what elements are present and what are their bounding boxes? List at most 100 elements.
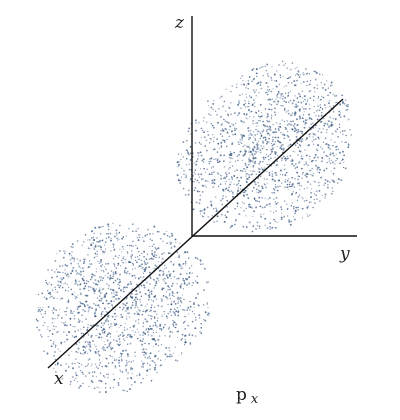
density-dot xyxy=(290,185,292,188)
density-dot xyxy=(290,160,292,162)
density-dot xyxy=(79,259,81,262)
density-dot xyxy=(144,310,147,313)
density-dot xyxy=(300,130,302,133)
density-dot xyxy=(39,310,42,313)
density-dot xyxy=(246,193,248,196)
density-dot xyxy=(125,272,128,275)
density-dot xyxy=(315,164,317,167)
density-dot xyxy=(240,84,242,86)
density-dot xyxy=(107,232,109,235)
density-dot xyxy=(147,298,150,301)
density-dot xyxy=(204,311,207,314)
density-dot xyxy=(255,206,258,209)
density-dot xyxy=(100,313,103,315)
density-dot xyxy=(125,309,127,312)
density-dot xyxy=(49,329,51,332)
density-dot xyxy=(319,106,322,109)
density-dot xyxy=(158,268,160,270)
density-dot xyxy=(183,282,186,285)
density-dot xyxy=(112,339,115,341)
density-dot xyxy=(118,238,120,240)
density-dot xyxy=(315,124,317,127)
density-dot xyxy=(113,293,115,295)
density-dot xyxy=(308,155,311,158)
density-dot xyxy=(160,359,162,361)
density-dot xyxy=(179,305,182,307)
density-dot xyxy=(256,133,258,135)
density-dot xyxy=(92,340,94,342)
density-dot xyxy=(279,76,282,79)
density-dot xyxy=(142,276,145,279)
density-dot xyxy=(108,343,111,345)
density-dot xyxy=(118,231,121,234)
density-dot xyxy=(51,289,54,292)
density-dot xyxy=(234,133,237,136)
density-dot xyxy=(88,309,90,311)
density-dot xyxy=(98,387,100,389)
density-dot xyxy=(143,250,146,253)
density-dot xyxy=(134,259,137,262)
density-dot xyxy=(313,157,315,159)
density-dot xyxy=(185,157,188,160)
density-dot xyxy=(143,354,145,356)
density-dot xyxy=(103,271,105,273)
density-dot xyxy=(245,172,248,175)
density-dot xyxy=(131,274,134,277)
density-dot xyxy=(143,284,145,287)
density-dot xyxy=(258,110,260,112)
density-dot xyxy=(173,326,175,328)
density-dot xyxy=(269,210,272,213)
density-dot xyxy=(115,298,118,300)
density-dot xyxy=(52,325,55,327)
density-dot xyxy=(333,155,335,157)
density-dot xyxy=(171,285,173,287)
density-dot xyxy=(152,346,155,348)
density-dot xyxy=(241,188,244,190)
density-dot xyxy=(236,205,239,208)
density-dot xyxy=(130,368,132,371)
density-dot xyxy=(224,141,226,144)
density-dot xyxy=(270,148,273,151)
density-dot xyxy=(186,278,189,281)
density-dot xyxy=(305,119,307,121)
density-dot xyxy=(128,333,131,335)
density-dot xyxy=(164,277,166,280)
density-dot xyxy=(170,232,173,235)
density-dot xyxy=(283,216,285,218)
density-dot xyxy=(175,241,177,243)
density-dot xyxy=(116,315,118,317)
density-dot xyxy=(103,252,105,254)
density-dot xyxy=(213,171,215,174)
density-dot xyxy=(110,250,112,252)
density-dot xyxy=(108,278,111,281)
density-dot xyxy=(75,282,77,285)
density-dot xyxy=(81,321,84,323)
density-dot xyxy=(140,295,143,297)
density-dot xyxy=(81,302,83,305)
density-dot xyxy=(167,298,169,300)
density-dot xyxy=(320,114,323,117)
orbital-lobe-negative xyxy=(35,222,210,394)
density-dot xyxy=(222,105,225,108)
density-dot xyxy=(300,155,303,158)
density-dot xyxy=(114,358,116,360)
density-dot xyxy=(129,342,132,345)
density-dot xyxy=(188,334,191,336)
density-dot xyxy=(70,272,73,275)
density-dot xyxy=(269,129,272,131)
density-dot xyxy=(79,302,82,305)
density-dot xyxy=(118,282,120,284)
density-dot xyxy=(90,380,93,382)
density-dot xyxy=(79,267,81,269)
density-dot xyxy=(313,193,316,195)
density-dot xyxy=(283,109,286,111)
density-dot xyxy=(255,125,257,127)
density-dot xyxy=(241,170,244,172)
density-dot xyxy=(293,164,295,167)
density-dot xyxy=(164,323,166,326)
density-dot xyxy=(248,173,250,176)
density-dot xyxy=(88,289,90,292)
density-dot xyxy=(150,379,153,382)
density-dot xyxy=(63,322,65,324)
density-dot xyxy=(273,187,275,190)
